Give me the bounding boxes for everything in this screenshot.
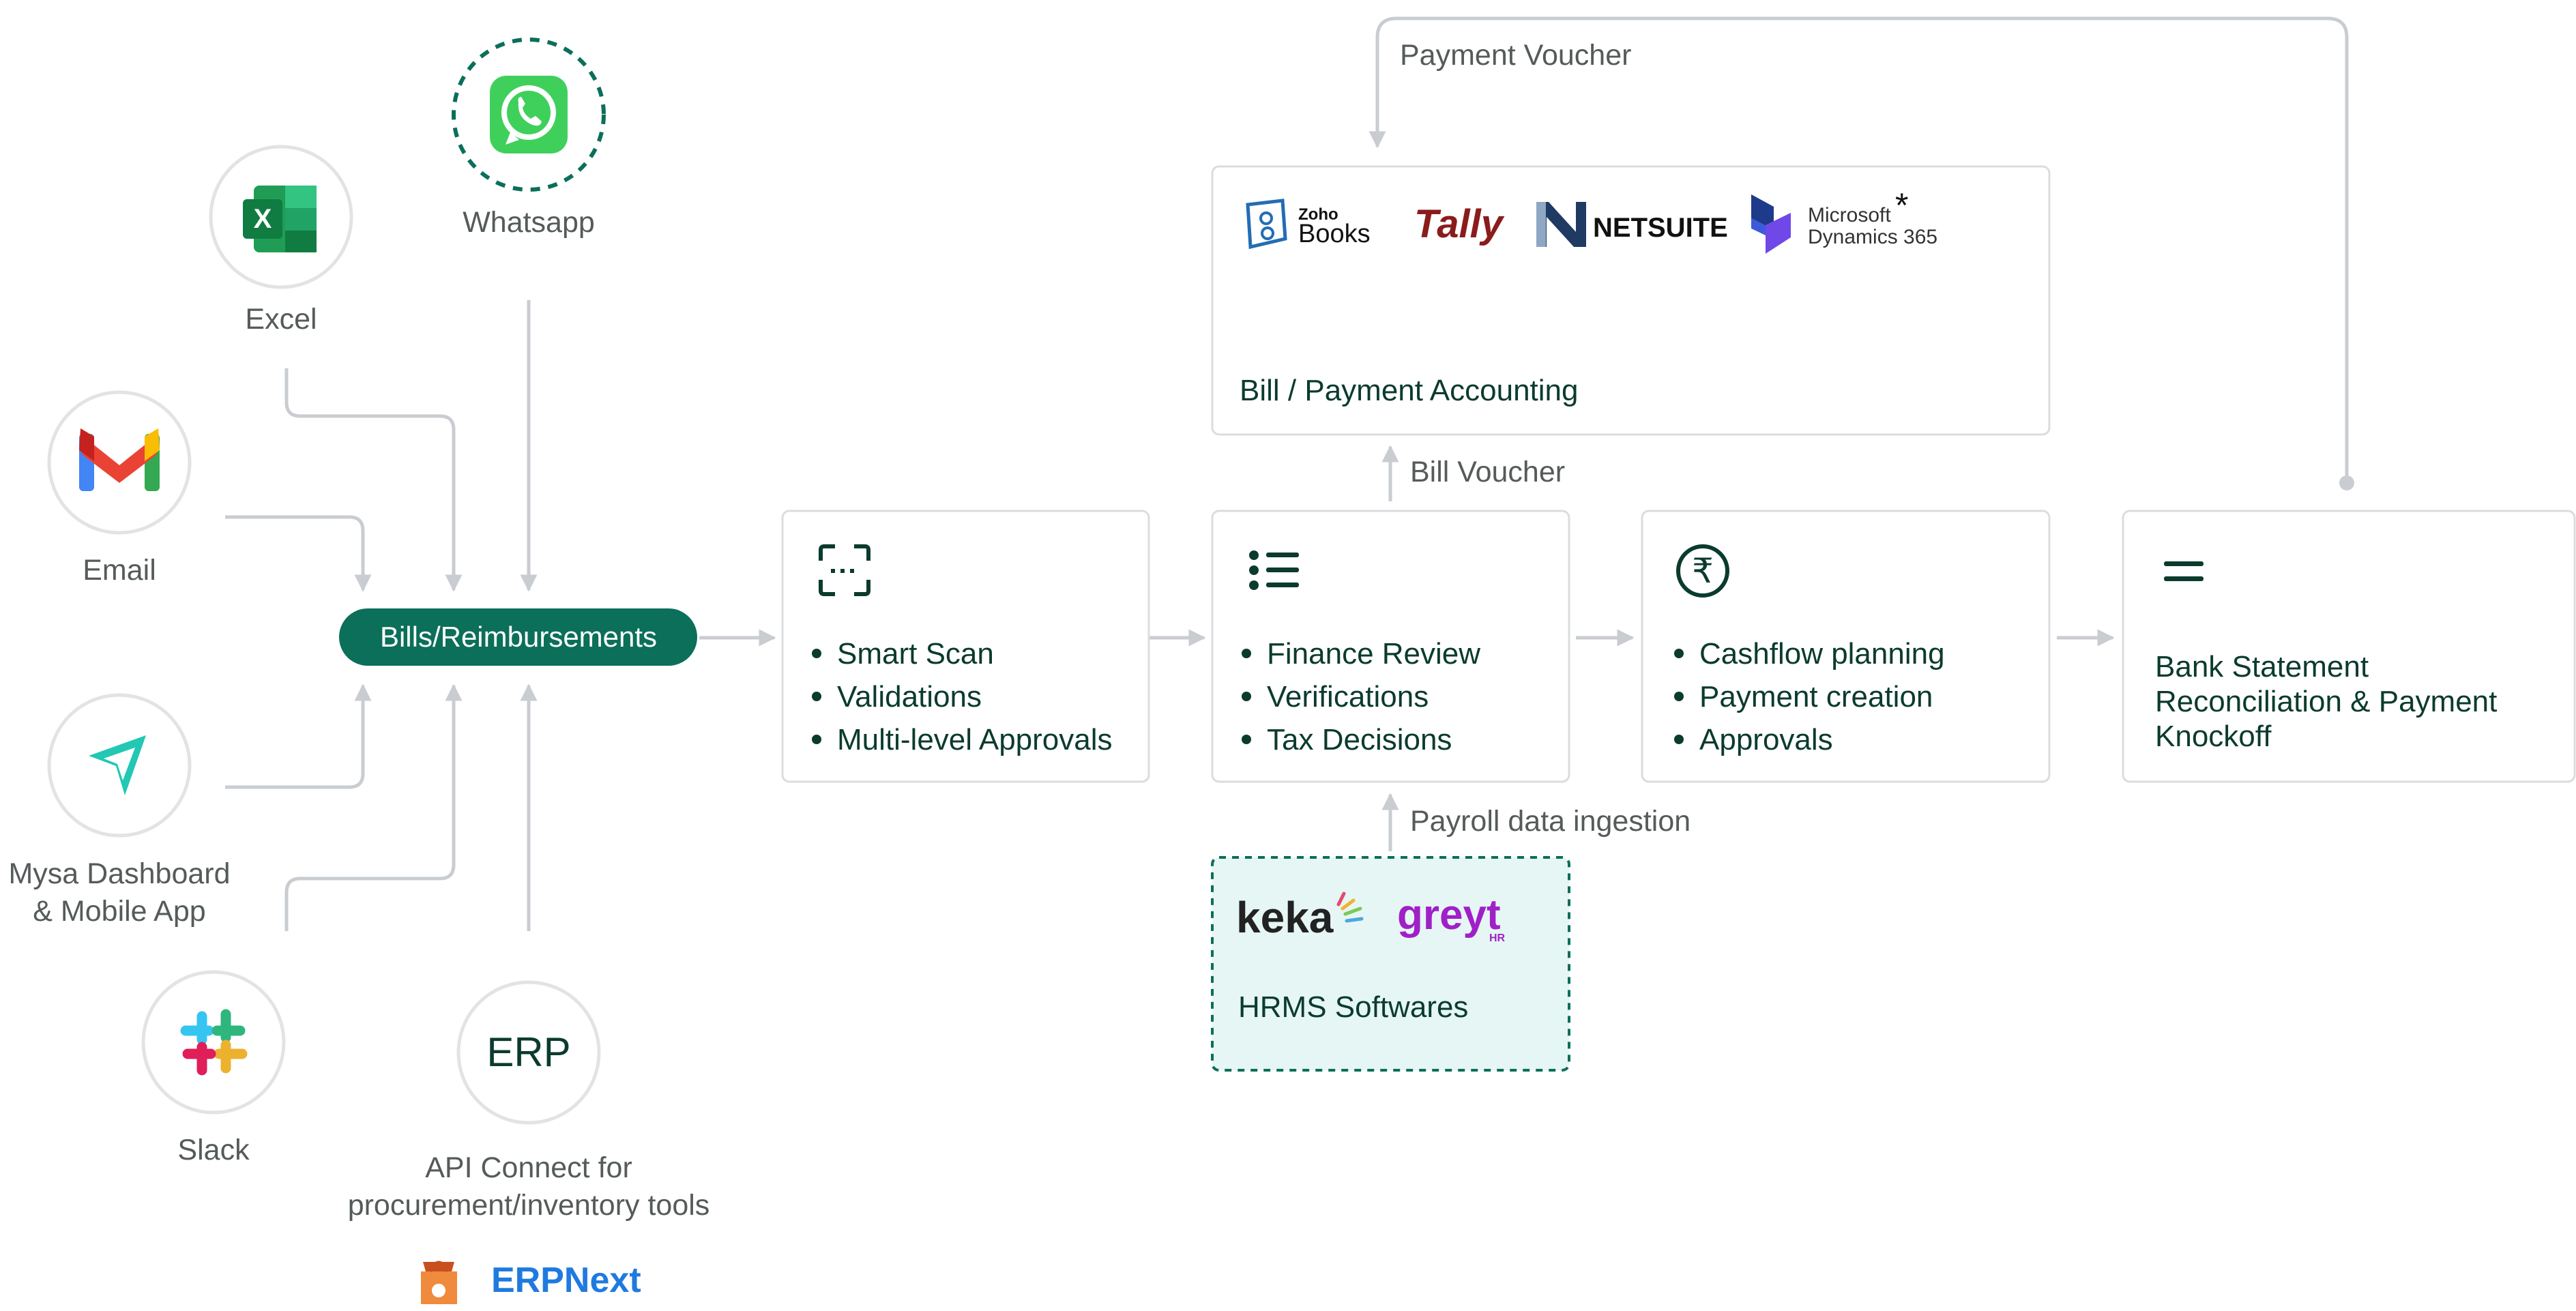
equals-icon <box>2164 561 2204 581</box>
payment-item-1: Cashflow planning <box>1699 637 1945 671</box>
stage-payment-card[interactable]: ₹ Cashflow planning Payment creation App… <box>1641 510 2051 783</box>
hrms-title: HRMS Softwares <box>1238 990 1468 1024</box>
greythr-logo: greyt HR <box>1397 892 1506 944</box>
list-icon <box>1249 550 1299 590</box>
api-connect-label-line1: API Connect for <box>425 1151 632 1184</box>
payroll-label: Payroll data ingestion <box>1410 805 1690 838</box>
bank-line-1: Bank Statement <box>2155 650 2369 683</box>
erpnext-label: ERPNext <box>491 1261 641 1300</box>
source-email[interactable]: Email <box>47 390 192 587</box>
bill-voucher-label: Bill Voucher <box>1410 456 1565 488</box>
erp-icon: ERP <box>486 1029 570 1075</box>
slack-label: Slack <box>177 1134 250 1166</box>
review-item-3: Tax Decisions <box>1267 723 1452 756</box>
greyt-hr-text: HR <box>1489 932 1506 944</box>
rupee-icon: ₹ <box>1676 544 1729 598</box>
zoho-books-logo: Zoho Books <box>1246 198 1371 250</box>
scan-item-2: Validations <box>837 680 982 713</box>
greyt-text: greyt <box>1397 892 1501 939</box>
source-erp[interactable]: ERP API Connect for procurement/inventor… <box>348 980 710 1304</box>
mysa-icon <box>89 735 146 795</box>
whatsapp-label: Whatsapp <box>463 206 595 239</box>
mysa-label-line1: Mysa Dashboard <box>8 857 230 890</box>
source-slack[interactable]: Slack <box>141 970 286 1166</box>
source-excel[interactable]: X Excel <box>209 145 353 336</box>
api-connect-label-line2: procurement/inventory tools <box>348 1189 710 1222</box>
scan-item-1: Smart Scan <box>837 637 994 671</box>
ms-line2: Dynamics 365 <box>1808 226 1937 248</box>
keka-text: keka <box>1236 893 1334 942</box>
zoho-books-text: Books <box>1298 220 1371 248</box>
erpnext-logo: ERPNext <box>421 1261 641 1304</box>
svg-text:₹: ₹ <box>1692 552 1714 590</box>
stage-review-card[interactable]: Finance Review Verifications Tax Decisio… <box>1211 510 1570 783</box>
review-item-1: Finance Review <box>1267 637 1480 671</box>
payment-item-2: Payment creation <box>1699 680 1933 713</box>
stage-scan-card[interactable]: Smart Scan Validations Multi-level Appro… <box>781 510 1150 783</box>
accounting-title: Bill / Payment Accounting <box>1240 374 1578 407</box>
netsuite-text: NETSUITE <box>1593 213 1728 243</box>
stage-bank-card[interactable]: Bank Statement Reconciliation & Payment … <box>2122 510 2576 783</box>
payment-item-3: Approvals <box>1699 723 1833 756</box>
connector-email <box>225 515 372 592</box>
payment-voucher-label: Payment Voucher <box>1400 39 1631 72</box>
connector-slack <box>284 683 463 931</box>
whatsapp-icon <box>490 76 568 153</box>
ms-star: * <box>1895 186 1908 224</box>
ms-line1: Microsoft <box>1808 204 1891 226</box>
excel-label: Excel <box>245 303 317 336</box>
gmail-icon <box>79 428 160 491</box>
keka-logo: keka <box>1236 892 1364 942</box>
hub-label: Bills/Reimbursements <box>380 621 657 653</box>
scan-icon <box>819 544 870 596</box>
mysa-label-line2: & Mobile App <box>33 895 205 928</box>
connectors <box>225 16 2354 931</box>
connector-mysa <box>225 683 372 789</box>
excel-icon: X <box>243 186 317 252</box>
email-label: Email <box>83 554 156 587</box>
scan-item-3: Multi-level Approvals <box>837 723 1113 756</box>
hrms-card[interactable]: keka greyt HR HRMS Softwares <box>1211 856 1570 1072</box>
tally-logo: Tally <box>1414 202 1505 246</box>
payment-voucher-origin-dot <box>2339 475 2354 490</box>
zoho-small-text: Zoho <box>1298 205 1338 224</box>
connector-payment-voucher <box>1368 16 2349 483</box>
slack-icon <box>180 1009 248 1076</box>
bank-line-3: Knockoff <box>2155 720 2272 753</box>
connector-excel <box>284 368 463 592</box>
source-whatsapp[interactable]: Whatsapp <box>452 38 606 239</box>
review-item-2: Verifications <box>1267 680 1429 713</box>
source-mysa[interactable]: Mysa Dashboard & Mobile App <box>8 693 231 928</box>
netsuite-logo: NETSUITE <box>1536 202 1728 247</box>
bank-line-2: Reconciliation & Payment <box>2155 685 2497 718</box>
hub-bills-reimbursements[interactable]: Bills/Reimbursements <box>339 608 697 666</box>
svg-text:X: X <box>254 204 272 234</box>
accounting-card[interactable]: Zoho Books Tally NETSUITE Microsoft Dyna… <box>1211 165 2051 436</box>
microsoft-dynamics-logo: Microsoft Dynamics 365 * <box>1751 186 1937 254</box>
